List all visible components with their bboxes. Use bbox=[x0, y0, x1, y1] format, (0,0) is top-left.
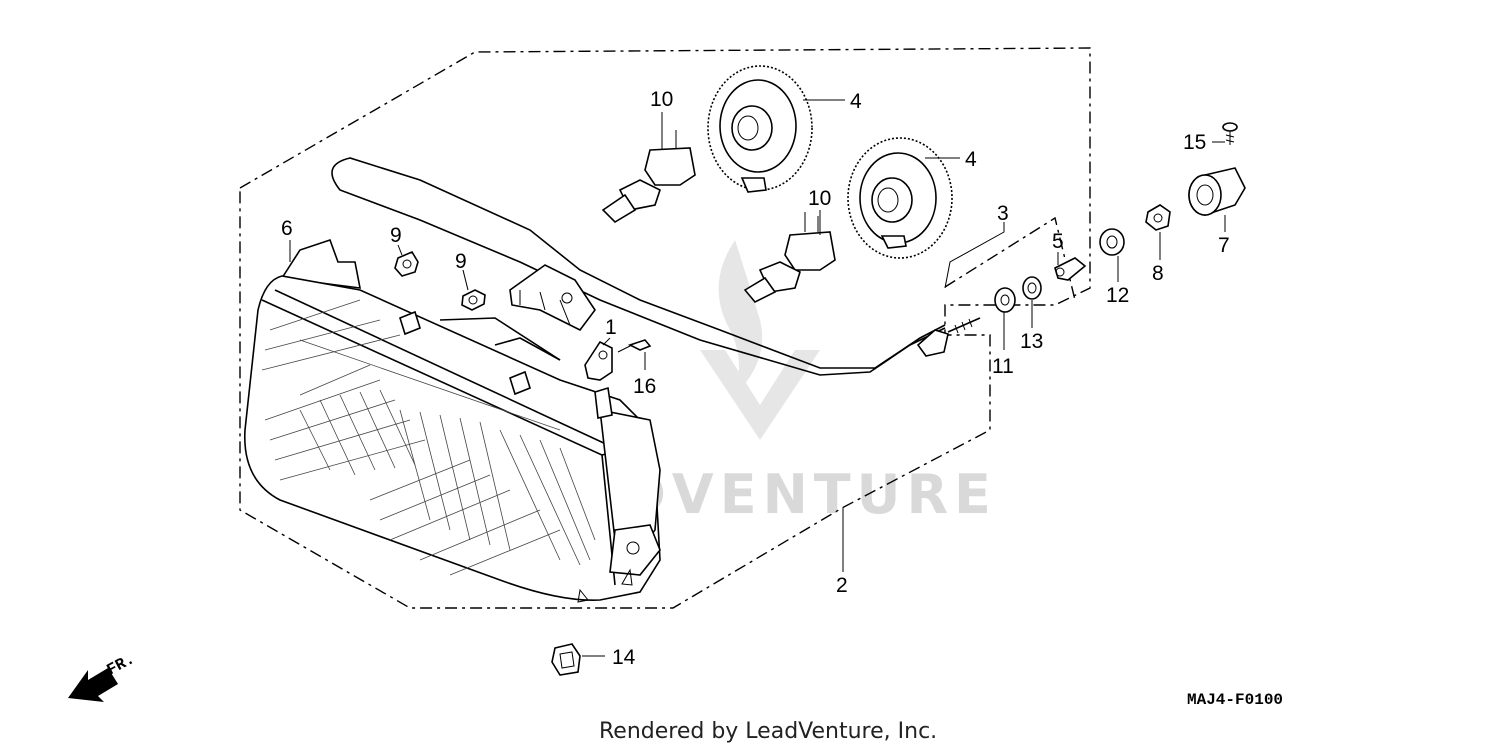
callout-6: 6 bbox=[281, 217, 293, 240]
callout-8: 8 bbox=[1152, 262, 1164, 285]
callout-12: 12 bbox=[1106, 284, 1129, 307]
callout-11: 11 bbox=[992, 355, 1014, 378]
bulb-part-10-lower bbox=[743, 212, 836, 303]
screw-part-16 bbox=[617, 339, 652, 353]
screw-part-9a bbox=[394, 250, 419, 277]
knob-part-7 bbox=[1188, 167, 1246, 217]
drawing-code: MAJ4-F0100 bbox=[1187, 691, 1283, 709]
callout-4-lower: 4 bbox=[965, 148, 977, 171]
washer-part-11 bbox=[994, 287, 1016, 313]
wire-harness bbox=[331, 157, 981, 376]
footer-credit: Rendered by LeadVenture, Inc. bbox=[599, 719, 937, 744]
callout-1: 1 bbox=[605, 316, 617, 339]
callout-9-right: 9 bbox=[455, 250, 467, 273]
callout-10-lower: 10 bbox=[808, 187, 831, 210]
screw-part-15 bbox=[1222, 122, 1238, 145]
nut-part-8 bbox=[1145, 204, 1171, 231]
callout-10-upper: 10 bbox=[650, 88, 673, 111]
callout-16: 16 bbox=[633, 375, 656, 398]
assembly-outline bbox=[239, 47, 1091, 609]
callout-13: 13 bbox=[1020, 330, 1043, 353]
washer-part-13 bbox=[1022, 276, 1042, 300]
clip-nut-part-14 bbox=[551, 643, 581, 676]
callout-5: 5 bbox=[1052, 230, 1064, 253]
bulb-part-10-upper bbox=[601, 125, 696, 224]
lens-hatching bbox=[261, 299, 596, 576]
callout-14: 14 bbox=[612, 646, 636, 669]
callout-2: 2 bbox=[836, 574, 848, 597]
dust-cover-part-4-upper bbox=[707, 65, 813, 193]
screw-part-9b bbox=[461, 289, 486, 311]
callout-labels: 10 4 4 10 3 5 15 7 8 12 13 11 6 9 9 1 16… bbox=[281, 88, 1230, 669]
front-direction-arrow: FR. bbox=[68, 650, 138, 702]
callout-4-upper: 4 bbox=[850, 90, 862, 113]
dust-cover-part-4-lower bbox=[847, 137, 953, 259]
leader-lines bbox=[289, 99, 1226, 657]
headlight-assembly bbox=[244, 238, 661, 603]
front-marker-label: FR. bbox=[104, 650, 138, 679]
nut-part-12 bbox=[1099, 228, 1125, 256]
callout-7: 7 bbox=[1218, 234, 1230, 257]
callout-15: 15 bbox=[1183, 131, 1206, 154]
bolt-part-5 bbox=[1054, 257, 1087, 281]
callout-3: 3 bbox=[997, 202, 1009, 225]
callout-9-left: 9 bbox=[390, 224, 402, 247]
clip-part-1 bbox=[584, 340, 613, 381]
